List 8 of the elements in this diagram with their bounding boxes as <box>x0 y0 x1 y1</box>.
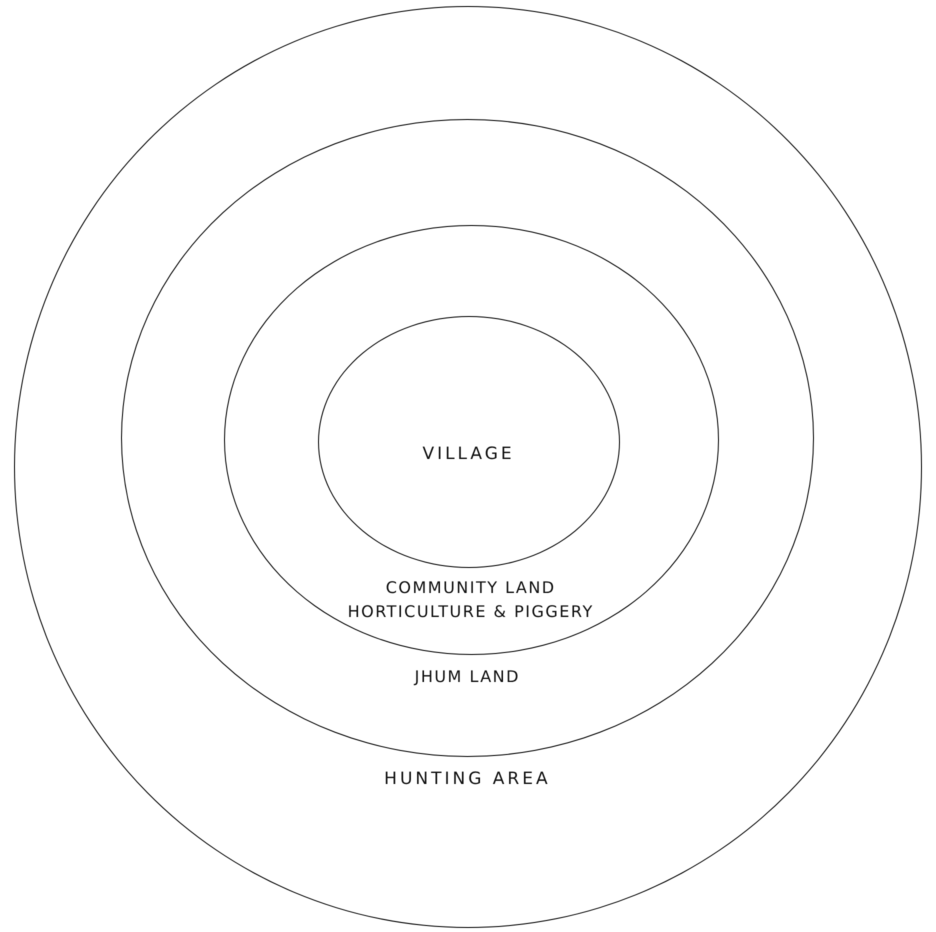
zone-circle <box>14 6 922 928</box>
zone-label: HUNTING AREA <box>383 768 552 791</box>
zone-circle <box>224 224 719 655</box>
zone-circle <box>121 119 814 758</box>
zone-circle <box>318 316 620 568</box>
zone-label: COMMUNITY LAND HORTICULTURE & PIGGERY <box>346 576 595 623</box>
zone-label: JHUM LAND <box>412 666 521 688</box>
zone-label: VILLAGE <box>421 443 516 466</box>
